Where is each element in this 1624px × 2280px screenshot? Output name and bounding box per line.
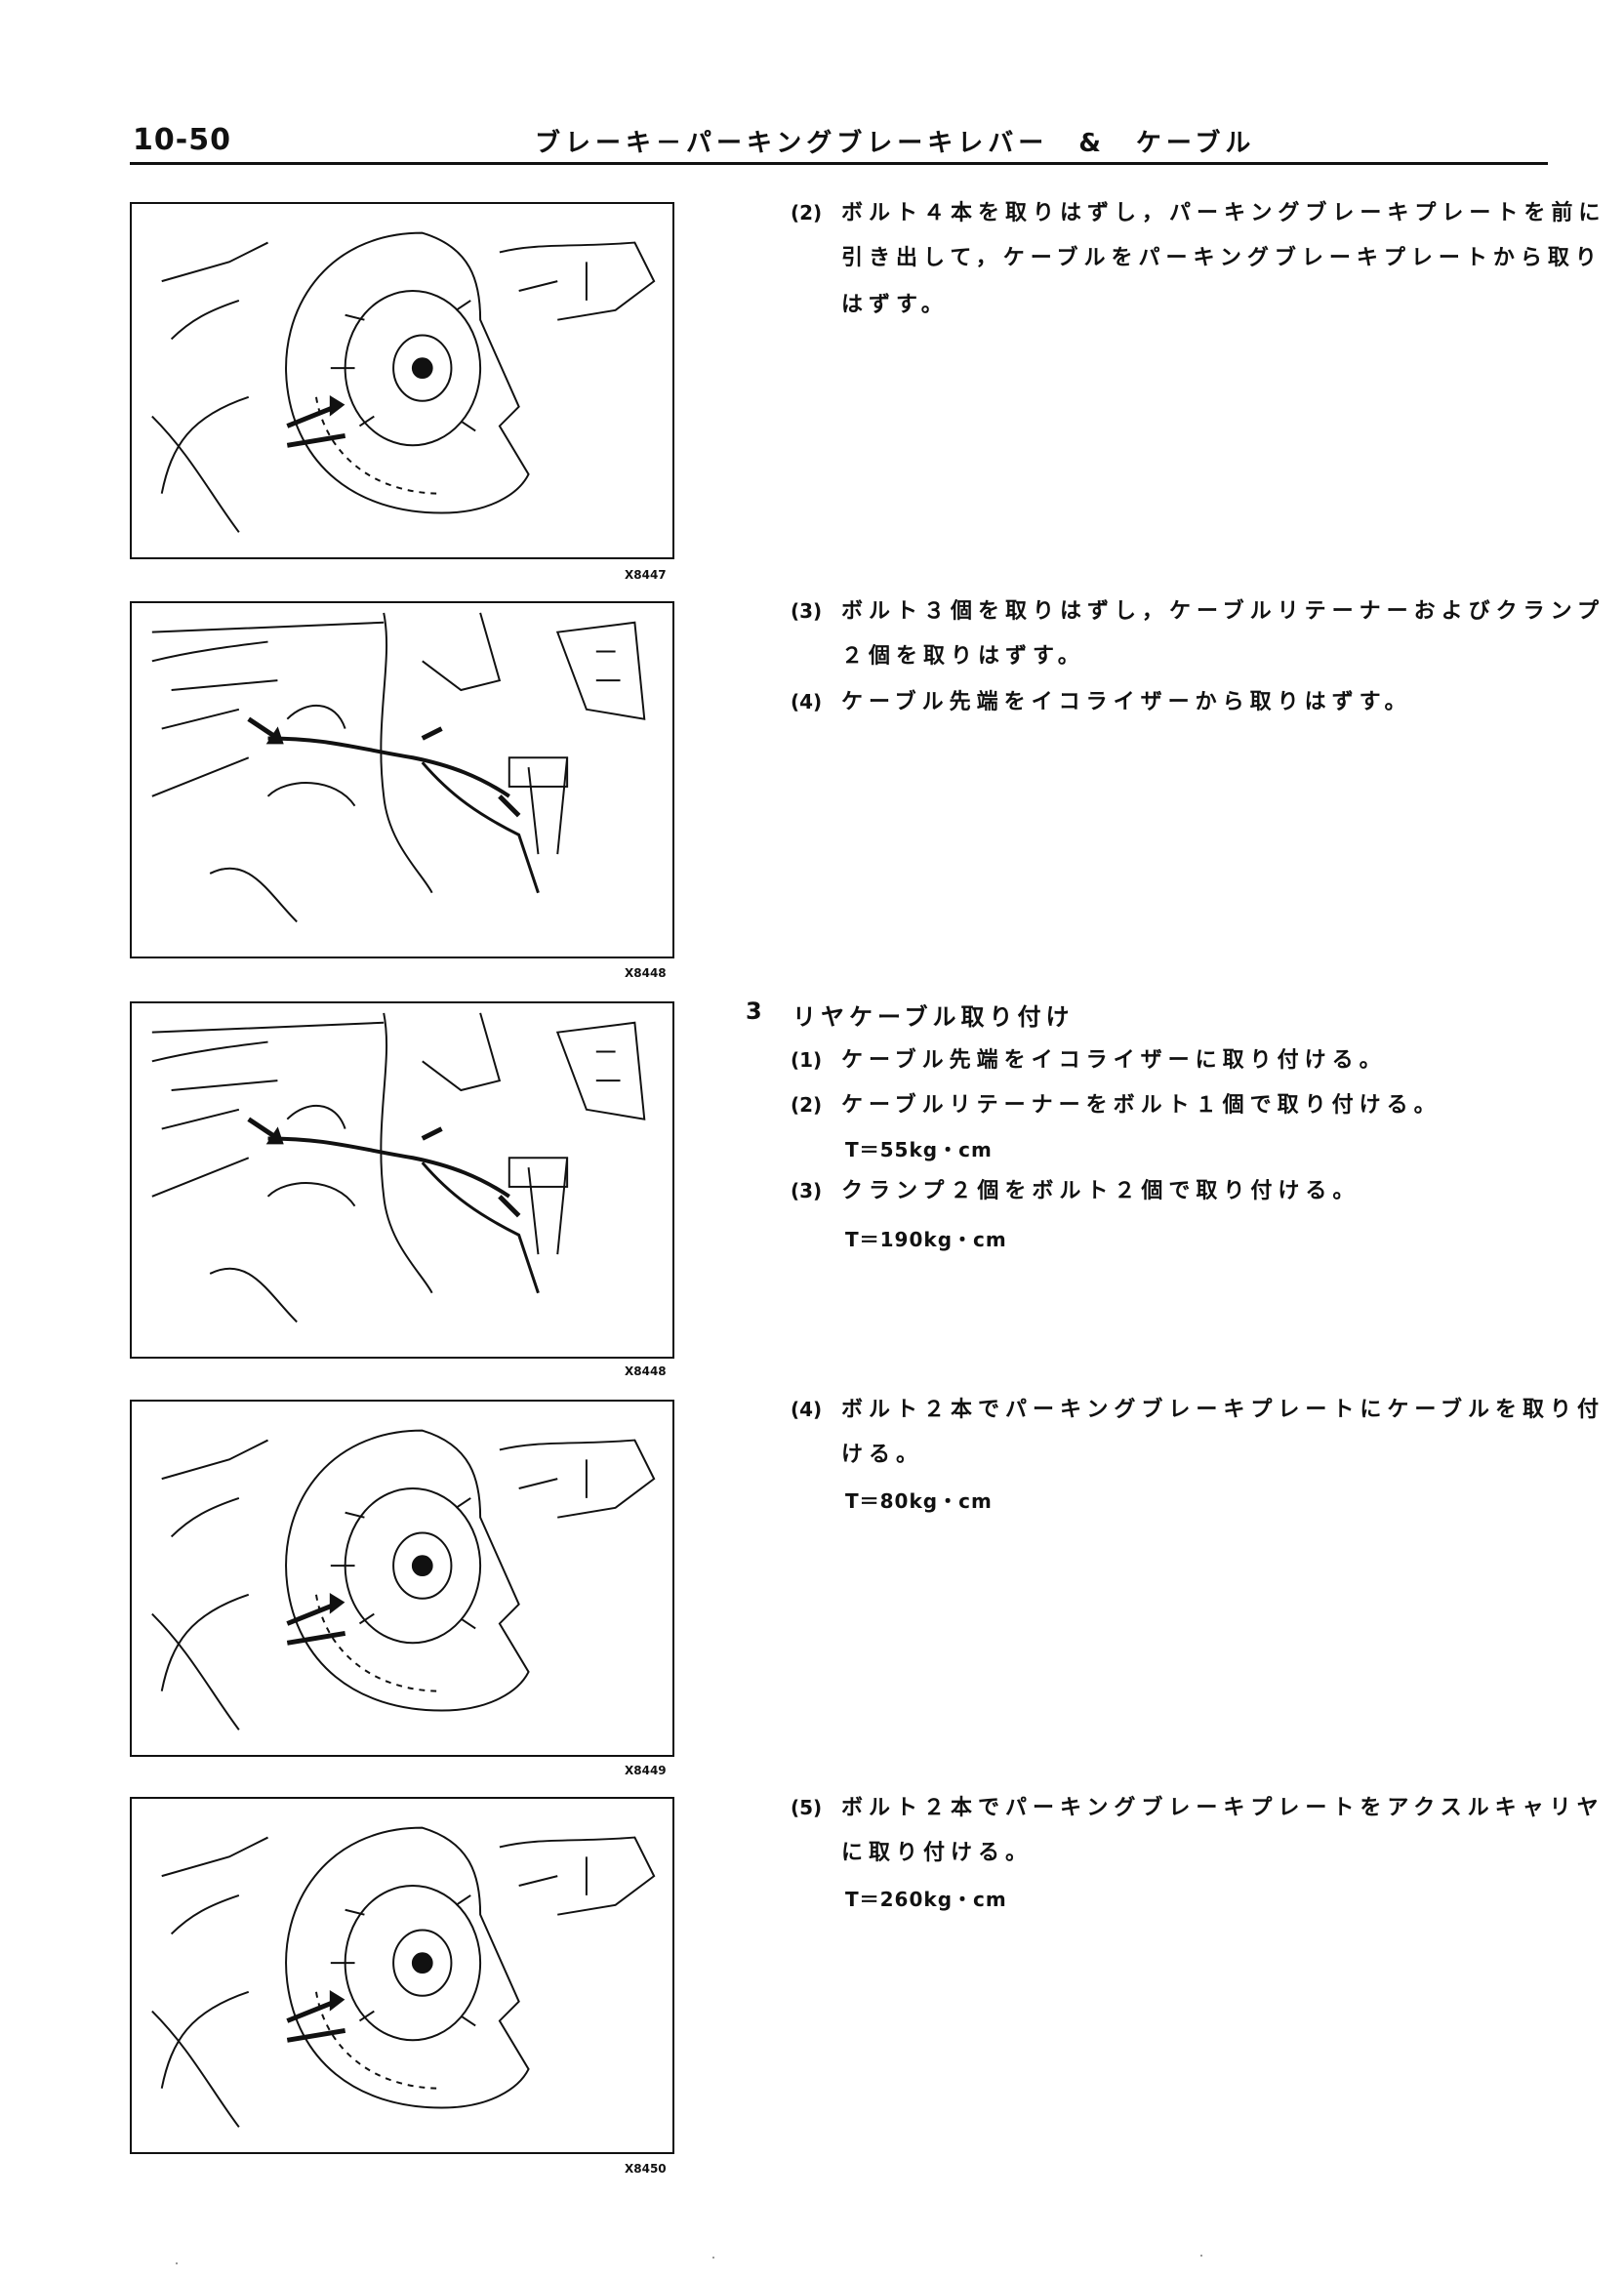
parking-brake-cable (267, 736, 569, 894)
underbody-lines (151, 1012, 646, 1323)
figure-code: X8449 (625, 1764, 667, 1777)
figure-code: X8447 (625, 568, 667, 582)
torque-spec: T＝190kg・cm (845, 1228, 1007, 1251)
figure-5 (130, 1797, 674, 2154)
figure-code: X8450 (625, 2162, 667, 2176)
figure-4 (130, 1400, 674, 1757)
page-title: ブレーキ－パーキングブレーキレバー & ケーブル (535, 129, 1256, 158)
figure-3 (130, 1001, 674, 1359)
scan-speck (1200, 2255, 1202, 2257)
figure-code: X8448 (625, 1364, 667, 1378)
vehicle-body-lines (151, 241, 656, 533)
torque-spec: T＝260kg・cm (845, 1888, 1007, 1911)
vehicle-body-lines (151, 1836, 656, 2128)
header-rule (130, 162, 1548, 165)
axle-hub (330, 1487, 482, 1645)
figure-1 (130, 202, 674, 559)
vehicle-body-lines (151, 1439, 656, 1730)
figure-code: X8448 (625, 966, 667, 980)
brake-dust-shield (285, 1826, 530, 2109)
figure-2 (130, 601, 674, 958)
arrow-icon (286, 1990, 346, 2043)
underbody-lines (151, 612, 646, 923)
section-title: リヤケーブル取り付け (792, 1003, 1075, 1031)
torque-spec: T＝55kg・cm (845, 1138, 993, 1161)
brake-dust-shield (285, 1429, 530, 1712)
brake-dust-shield (285, 231, 530, 514)
section-number: 3 (746, 998, 767, 1025)
arrow-icon (247, 716, 521, 818)
torque-spec: T＝80kg・cm (845, 1489, 993, 1513)
axle-hub (330, 290, 482, 447)
arrow-icon (286, 395, 346, 448)
scan-speck (176, 2262, 178, 2264)
arrow-icon (247, 1117, 521, 1218)
axle-hub (330, 1885, 482, 2042)
parking-brake-cable (267, 1136, 569, 1294)
arrow-icon (286, 1593, 346, 1646)
page-number: 10-50 (133, 123, 231, 157)
scan-speck (712, 2257, 714, 2259)
